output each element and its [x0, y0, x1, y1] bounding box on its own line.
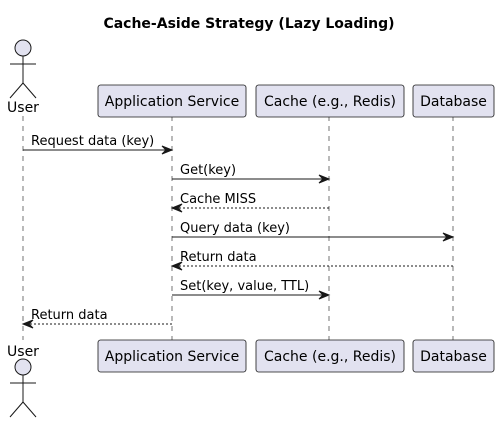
participant-box-app-top: [97, 84, 247, 118]
participant-label-db-bottom: Database: [420, 349, 487, 365]
actor-right-leg: [22, 401, 37, 418]
actor-head: [14, 39, 32, 57]
actor-head: [14, 358, 32, 376]
participant-box-db-top: [412, 84, 495, 118]
message-label: Return data: [31, 308, 108, 323]
messages: Request data (key) Get(key) Cache MISS Quer…: [21, 134, 455, 329]
message-3: Cache MISS: [170, 192, 329, 213]
actor-figure-bottom: [9, 358, 37, 418]
message-label: Cache MISS: [180, 192, 256, 207]
participant-label-user-bottom: User: [7, 344, 39, 360]
participant-box-app-bottom: [97, 339, 247, 373]
participant-box-cache-bottom: [255, 339, 405, 373]
participant-label-app-top: Application Service: [105, 94, 239, 110]
message-label: Set(key, value, TTL): [180, 279, 309, 294]
participant-box-db-bottom: [412, 339, 495, 373]
message-label: Request data (key): [31, 134, 154, 149]
message-label: Get(key): [180, 163, 236, 178]
participant-label-cache-top: Cache (e.g., Redis): [264, 94, 396, 110]
actor-right-leg: [22, 82, 37, 99]
actor-left-leg: [9, 82, 24, 99]
message-arrowhead: [170, 203, 183, 213]
message-label: Return data: [180, 250, 257, 265]
message-arrowhead: [318, 290, 331, 300]
message-5: Return data: [170, 250, 453, 271]
message-1: Request data (key): [23, 134, 174, 155]
message-arrowhead: [318, 174, 331, 184]
lifelines: [22, 116, 454, 340]
diagram-title: Cache-Aside Strategy (Lazy Loading): [103, 16, 394, 32]
message-7: Return data: [21, 308, 172, 329]
participant-label-db-top: Database: [420, 94, 487, 110]
actor-left-leg: [9, 401, 24, 418]
message-2: Get(key): [172, 163, 331, 184]
participant-box-cache-top: [255, 84, 405, 118]
message-6: Set(key, value, TTL): [172, 279, 331, 300]
message-arrowhead: [170, 261, 183, 271]
participant-label-app-bottom: Application Service: [105, 349, 239, 365]
message-4: Query data (key): [172, 221, 455, 242]
message-arrowhead: [21, 319, 34, 329]
message-arrowhead: [161, 145, 174, 155]
actor-figure-top: [9, 39, 37, 99]
message-arrowhead: [442, 232, 455, 242]
participant-label-user-top: User: [7, 100, 39, 116]
participant-label-cache-bottom: Cache (e.g., Redis): [264, 349, 396, 365]
message-label: Query data (key): [180, 221, 290, 236]
